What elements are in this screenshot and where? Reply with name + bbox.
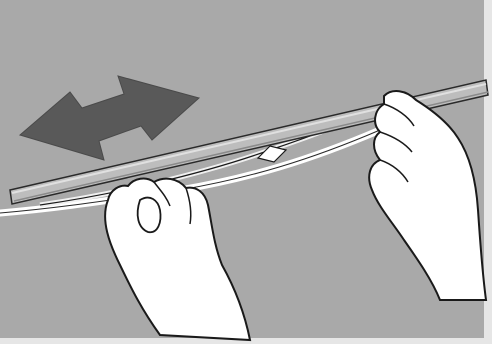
double-headed-arrow-icon bbox=[18, 75, 201, 161]
blade-clip bbox=[256, 145, 288, 163]
right-edge-border bbox=[484, 0, 492, 344]
bottom-edge-border bbox=[0, 338, 492, 344]
left-hand-thumb bbox=[136, 196, 162, 234]
right-hand-finger-lines bbox=[379, 103, 415, 183]
left-hand-finger-lines bbox=[153, 181, 192, 225]
right-hand-icon bbox=[368, 90, 488, 301]
